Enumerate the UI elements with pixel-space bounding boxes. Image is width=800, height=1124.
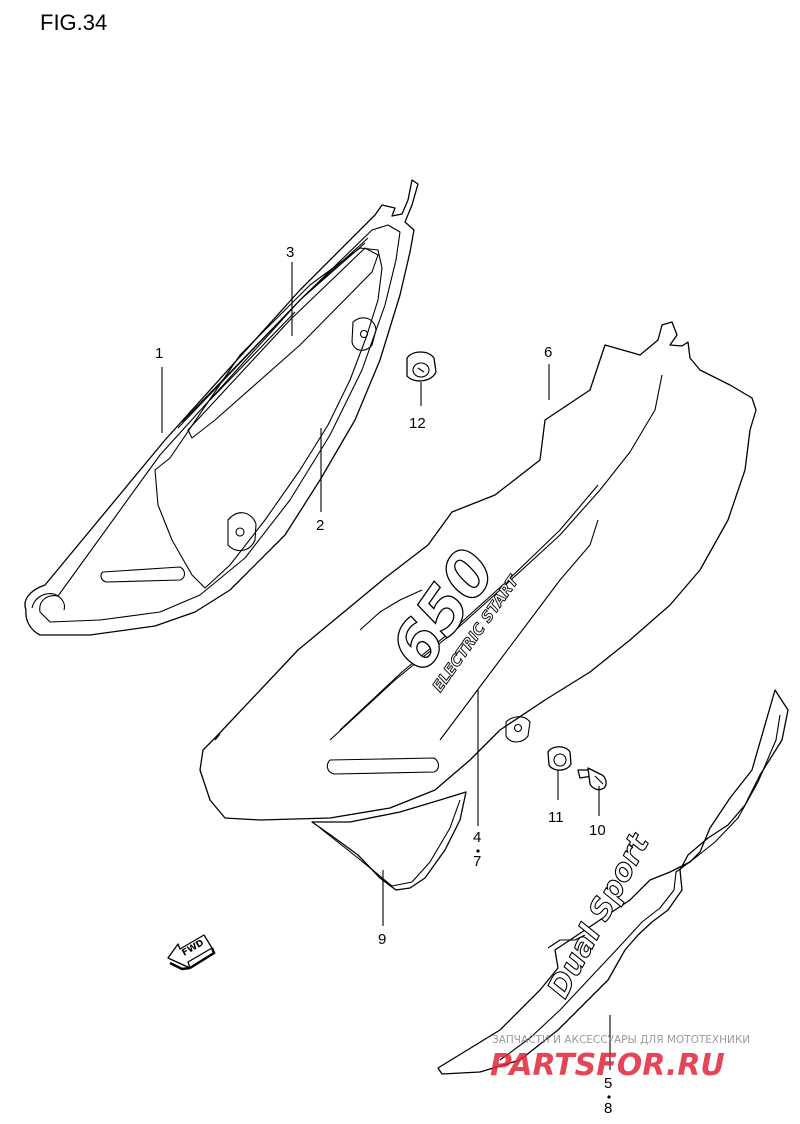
callout-5: 5 [604,1075,612,1092]
leader-lines [161,262,611,1070]
grommet-11 [547,746,572,771]
grommet-12 [406,351,437,382]
dual-sport-decal: Dual Sport [437,689,789,1075]
callout-11: 11 [548,809,564,826]
figure-title: FIG.34 [40,10,107,35]
callout-9: 9 [378,931,386,948]
callout-4: 4 [473,829,481,846]
callout-8: 8 [604,1100,612,1117]
watermark-tagline: ЗАПЧАСТИ И АКСЕССУАРЫ ДЛЯ МОТОТЕХНИКИ [492,1034,750,1046]
watermark: ЗАПЧАСТИ И АКСЕССУАРЫ ДЛЯ МОТОТЕХНИКИ PA… [490,1034,750,1083]
callout-12: 12 [409,415,426,432]
left-inner-panel [154,247,383,589]
callout-5-8-dot [607,1095,611,1099]
callout-labels: 1 2 3 4 7 5 8 6 9 10 11 12 [155,244,612,1117]
right-frame-cover [199,321,757,821]
screw-10 [577,767,607,791]
lower-side-panel [311,791,467,891]
watermark-brand: PARTSFOR.RU [490,1048,725,1083]
callout-10: 10 [589,822,606,839]
callout-6: 6 [544,344,552,361]
callout-1: 1 [155,345,163,362]
left-upper-decal [187,247,379,439]
callout-3: 3 [286,244,294,261]
fwd-arrow: FWD [167,934,216,971]
callout-7: 7 [473,853,481,870]
callout-2: 2 [316,517,324,534]
callout-4-7-dot [476,849,480,853]
